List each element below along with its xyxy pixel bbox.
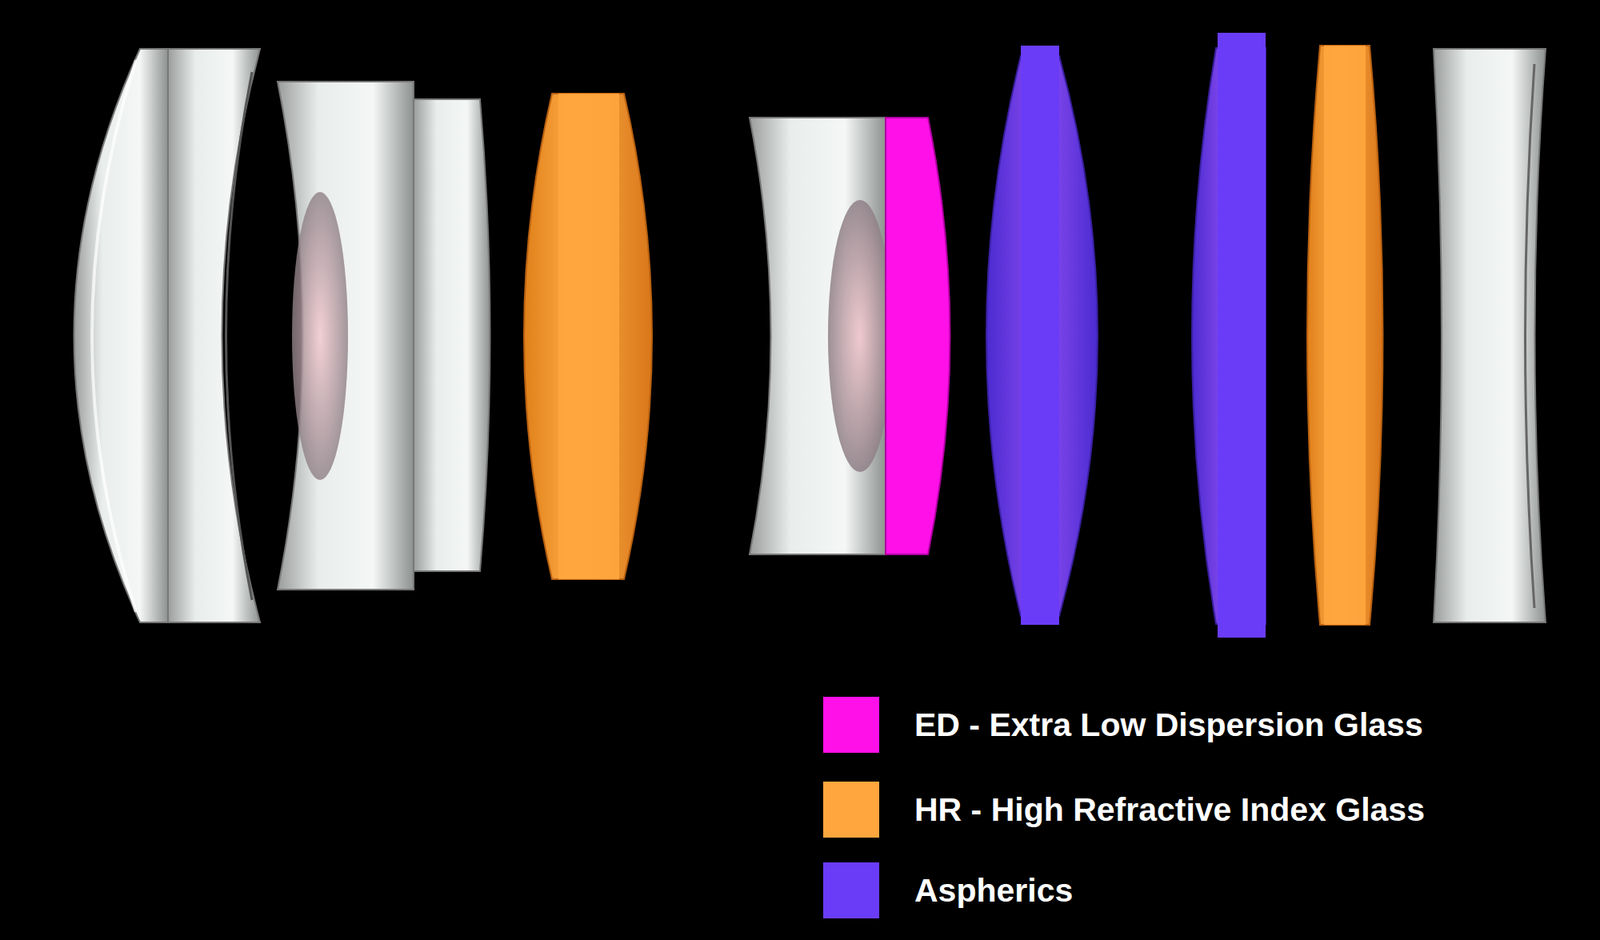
legend-swatch [823, 781, 880, 838]
legend-row: HR - High Refractive Index Glass [823, 781, 1425, 838]
legend-swatch [823, 696, 880, 753]
legend-text: Aspherics [914, 872, 1073, 910]
legend-text: ED - Extra Low Dispersion Glass [914, 706, 1424, 744]
legend-text: HR - High Refractive Index Glass [914, 791, 1425, 829]
legend-row: Aspherics [823, 862, 1073, 919]
legend-row: ED - Extra Low Dispersion Glass [823, 696, 1424, 753]
legend-swatch [823, 862, 880, 919]
